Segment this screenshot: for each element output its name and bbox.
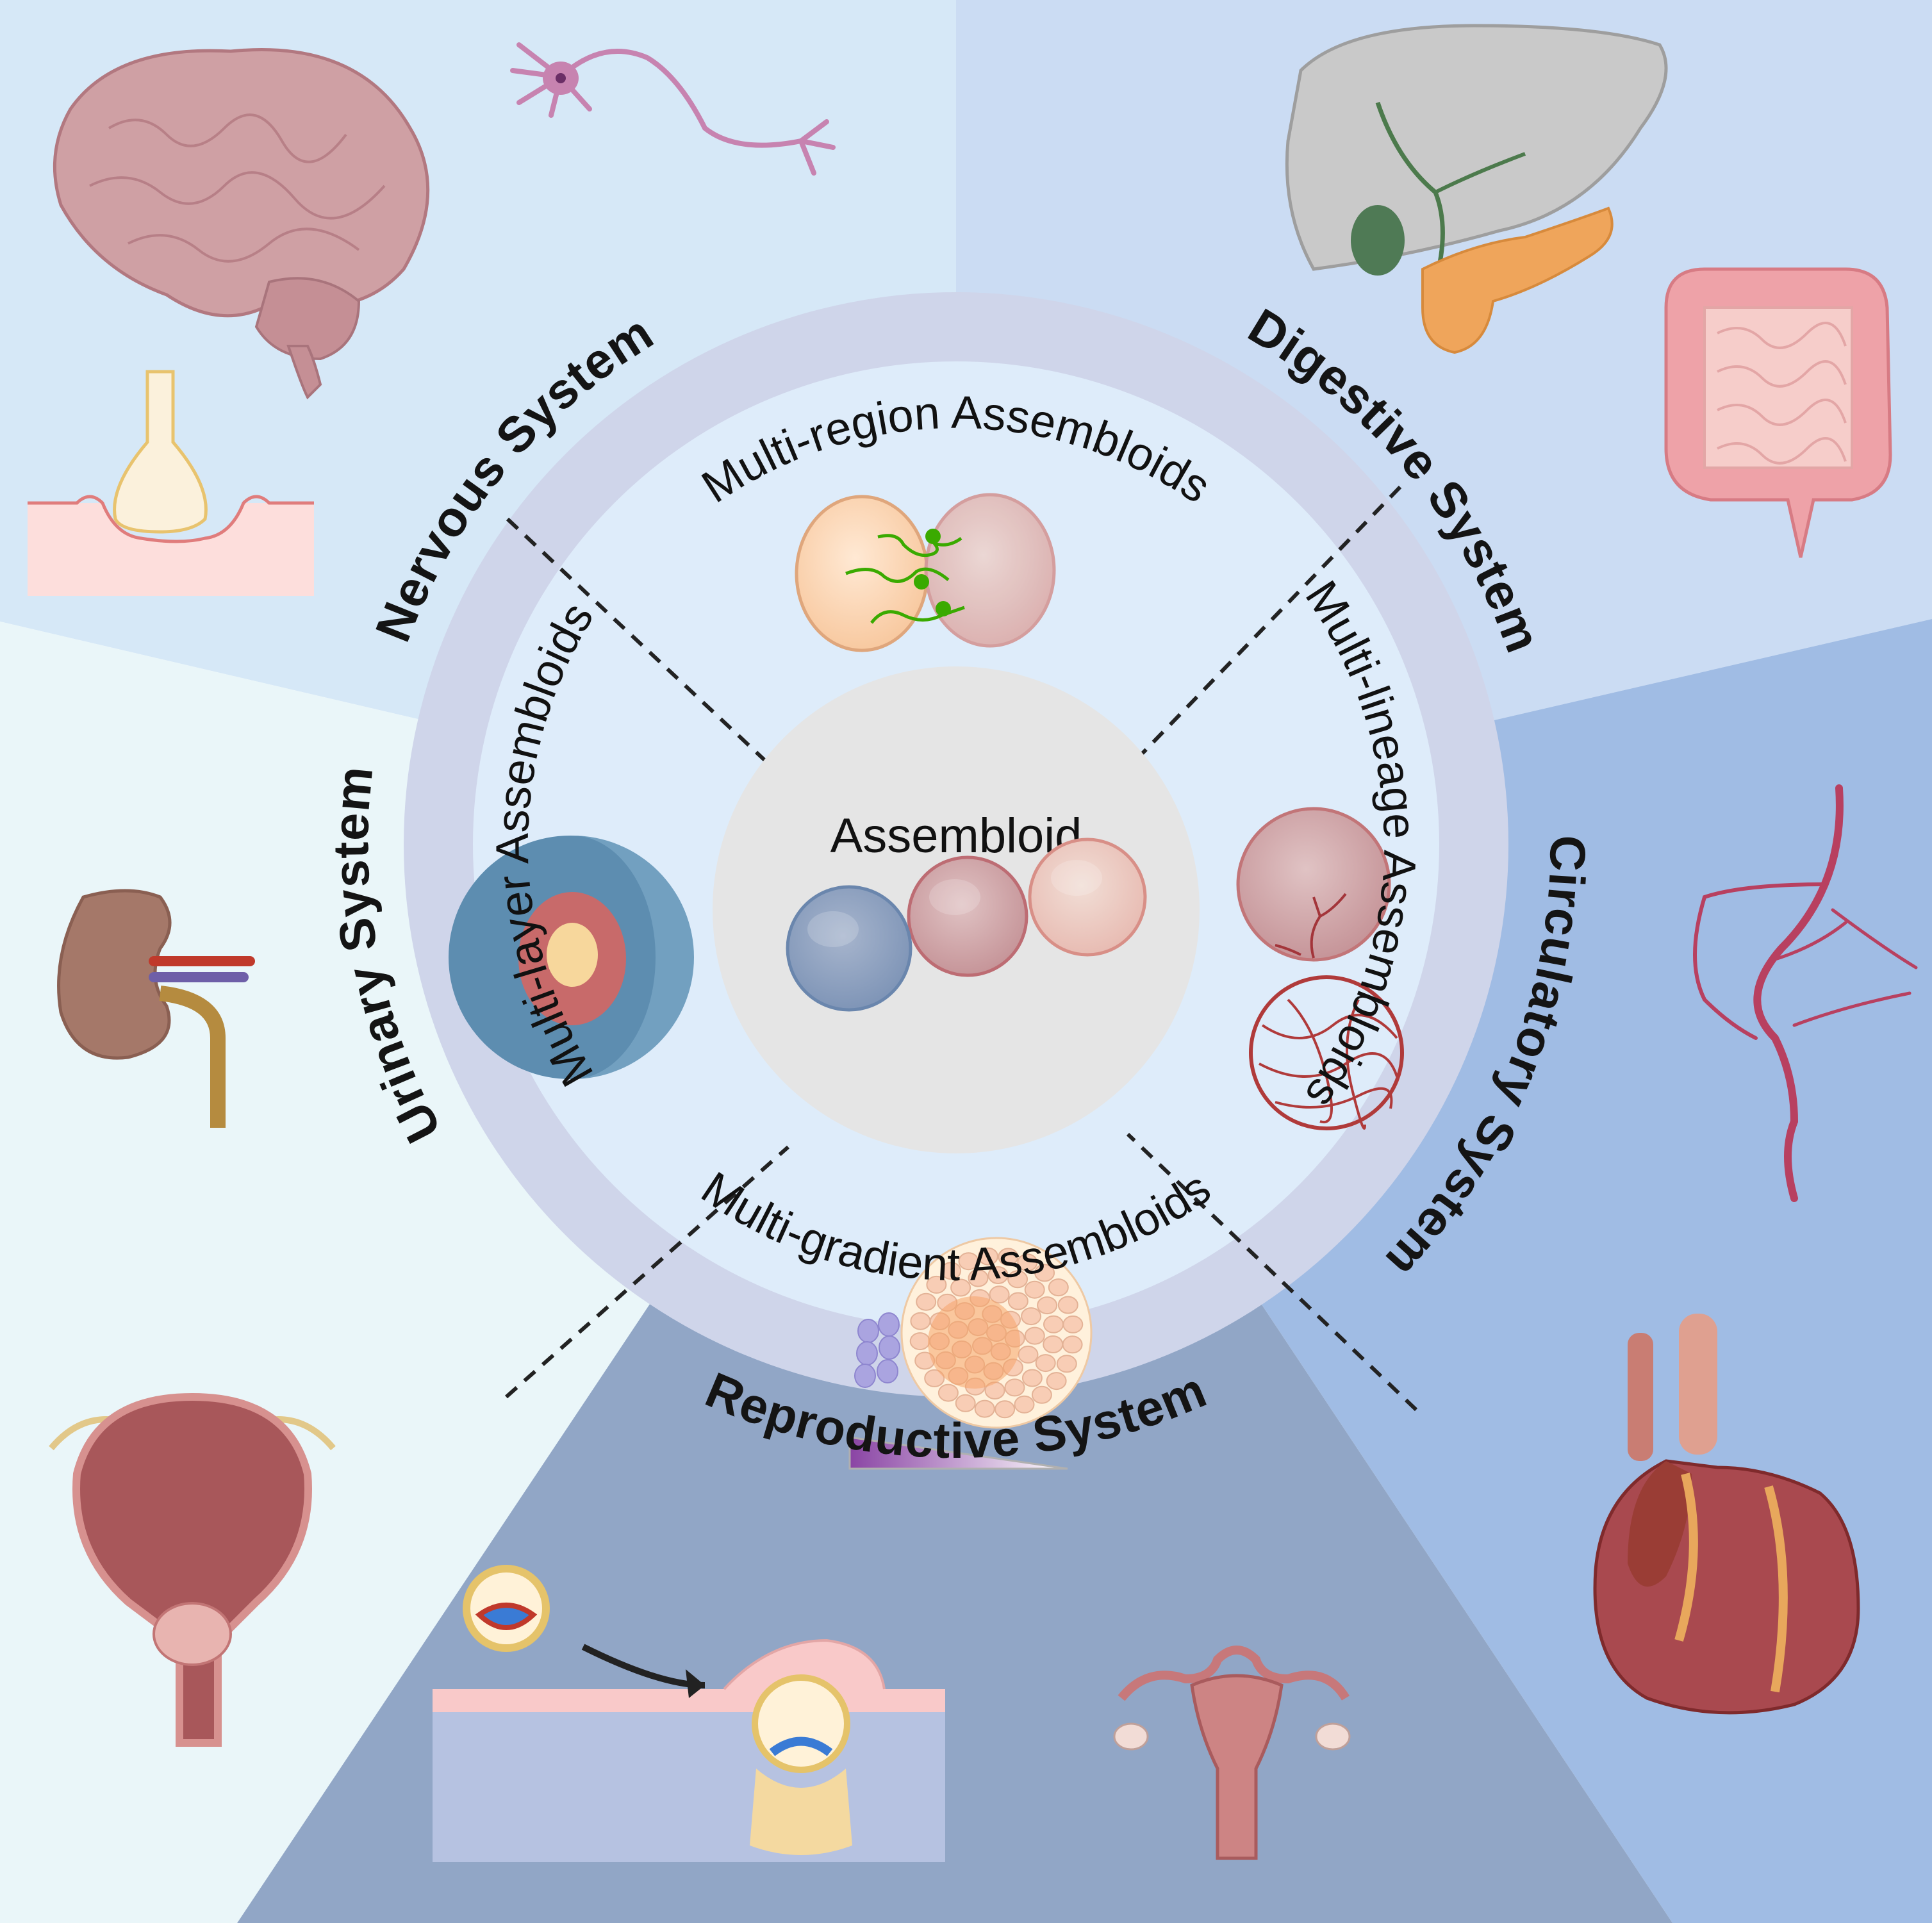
cluster-cell	[1004, 1378, 1025, 1397]
quadrant-dividers	[505, 485, 1418, 1412]
cluster-cell	[1024, 1280, 1045, 1299]
cluster-cell	[989, 1285, 1010, 1304]
lavender-cells	[854, 1312, 900, 1388]
center-title: Assembloid	[830, 809, 1082, 863]
cluster-cell	[1048, 1278, 1069, 1297]
cluster-cell	[1018, 1345, 1039, 1364]
cluster-cell	[916, 1292, 937, 1311]
organoid-mauve	[907, 855, 1028, 977]
cluster-cell	[1021, 1369, 1043, 1387]
cluster-cell	[998, 1248, 1019, 1266]
cluster-cell	[937, 1383, 959, 1402]
cluster-cell	[1024, 1326, 1045, 1345]
cluster-cell	[950, 1278, 971, 1297]
intestines-illustration	[1664, 267, 1892, 558]
cluster-cell	[977, 1247, 998, 1266]
gradient-wedge	[848, 1436, 1068, 1470]
cluster-cell	[941, 1262, 962, 1280]
multi-layer-illustration	[449, 836, 694, 1079]
cluster-cell	[910, 1312, 931, 1330]
multi-gradient-illustration	[848, 1237, 1093, 1470]
organoid-peach	[795, 495, 929, 652]
gallbladder	[1351, 205, 1405, 276]
cluster-cell	[926, 1275, 947, 1294]
kidney-illustration	[57, 889, 255, 1128]
bladder-illustration	[49, 1392, 336, 1747]
cluster-cell	[1017, 1253, 1038, 1272]
synapse-dots	[914, 529, 951, 616]
neural-projections	[845, 534, 965, 624]
neuron-nucleus	[556, 73, 566, 83]
cluster-cell	[1062, 1315, 1084, 1333]
cluster-cell	[955, 1394, 976, 1412]
center-assembloid-illustration	[786, 838, 1147, 1012]
cluster-cell	[1031, 1385, 1052, 1404]
cluster-cell	[1034, 1264, 1055, 1282]
vascular-organoid	[1249, 975, 1404, 1130]
cluster-cell	[1014, 1395, 1035, 1414]
cluster-cell	[1043, 1335, 1064, 1353]
liver-illustration	[1285, 24, 1668, 354]
organoid-pink	[924, 493, 1056, 648]
cluster-cell	[987, 1266, 1009, 1284]
cluster-cell	[909, 1332, 930, 1351]
cluster-cell	[958, 1252, 979, 1271]
cluster-cell	[1007, 1270, 1028, 1289]
organoid-blue	[786, 885, 912, 1012]
cluster-cell	[1043, 1315, 1064, 1333]
cluster-cell	[1037, 1296, 1058, 1315]
cluster-cell	[1057, 1296, 1078, 1314]
tissue-organoid	[1236, 807, 1391, 962]
implantation-illustration	[433, 1565, 945, 1862]
blood-vessels-illustration	[1693, 784, 1918, 1202]
multi-region-illustration	[795, 493, 1056, 652]
organoid-lightpink	[1028, 838, 1147, 957]
cluster-cell	[968, 1269, 989, 1287]
cluster-cell	[1062, 1335, 1083, 1354]
cluster-cell	[974, 1399, 995, 1418]
cluster-cell	[1007, 1292, 1028, 1310]
cluster-cell	[1056, 1355, 1077, 1373]
synapse-illustration	[28, 370, 314, 596]
heart-illustration	[1593, 1314, 1860, 1715]
cluster-cell	[1021, 1307, 1042, 1326]
multi-lineage-illustration	[1236, 807, 1404, 1130]
cluster-cell	[1035, 1354, 1056, 1373]
pancreas	[1421, 206, 1614, 354]
brain-illustration	[53, 48, 430, 400]
cluster-cell	[1046, 1372, 1067, 1391]
core-layer	[547, 923, 598, 987]
uterus-illustration	[1113, 1646, 1351, 1860]
cluster-cell	[924, 1369, 945, 1387]
cluster-cell	[995, 1400, 1016, 1419]
